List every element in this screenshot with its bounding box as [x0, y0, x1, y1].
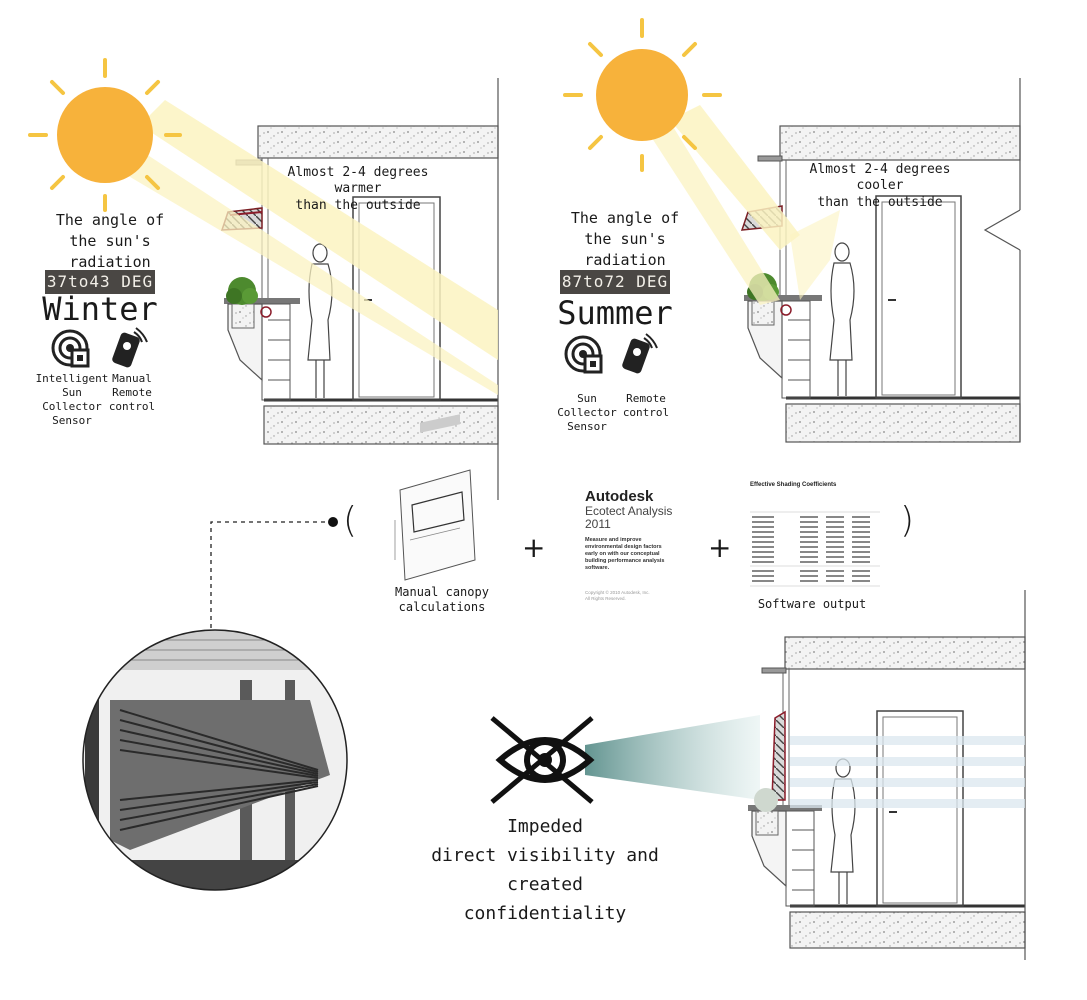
- winter-season-label: Winter: [42, 290, 158, 328]
- privacy-section: [748, 590, 1026, 960]
- crossed-eye-icon: [490, 715, 760, 804]
- summer-season-label: Summer: [557, 294, 673, 332]
- summer-sensor-label: Sun Collector Sensor: [557, 392, 617, 433]
- winter-sensor-icon: [51, 329, 90, 368]
- manual-canopy-label: Manual canopy calculations: [395, 585, 489, 614]
- louvre-detail: [82, 629, 348, 891]
- close-paren: ): [900, 500, 915, 541]
- autodesk-description: Measure and improve environmental design…: [585, 537, 665, 571]
- plus-sign-1: +: [522, 531, 546, 564]
- winter-remote-control-icon: [112, 327, 148, 368]
- detail-leader: [206, 517, 338, 646]
- summer-inside-note: Almost 2-4 degrees cooler than the outsi…: [809, 162, 951, 210]
- winter-sensor-label: Intelligent Sun Collector Sensor: [35, 372, 109, 427]
- winter-remote-label: Manual Remote control: [108, 372, 156, 413]
- manual-canopy-drawing: [394, 414, 476, 581]
- autodesk-year: 2011: [585, 517, 611, 531]
- summer-degrees: 87to72 DEG: [560, 270, 670, 294]
- winter-angle-label: The angle of the sun's radiation: [55, 211, 165, 271]
- winter-inside-note: Almost 2-4 degrees warmer than the outsi…: [287, 165, 429, 213]
- winter-degrees: 37to43 DEG: [45, 270, 155, 294]
- winter-section: [115, 78, 499, 500]
- autodesk-copyright: Copyright © 2010 Autodesk, Inc. All Righ…: [585, 590, 650, 601]
- summer-sun-icon: [563, 18, 722, 172]
- open-paren: (: [343, 500, 358, 541]
- autodesk-splash: Autodesk Ecotect Analysis 2011 Measure a…: [585, 488, 705, 602]
- software-output-table: [750, 511, 880, 587]
- summer-section: [650, 78, 1021, 443]
- software-output-label: Software output: [757, 597, 867, 611]
- summer-remote-control-icon: [622, 333, 658, 374]
- autodesk-product: Ecotect Analysis: [585, 504, 673, 518]
- summer-remote-label: Remote control: [622, 392, 670, 419]
- summer-sensor-icon: [564, 335, 603, 374]
- privacy-caption: Impeded direct visibility and created co…: [431, 816, 659, 924]
- winter-sun-icon: [28, 58, 182, 212]
- shading-table-title: Effective Shading Coefficients: [750, 482, 837, 488]
- autodesk-brand: Autodesk: [585, 488, 654, 505]
- plus-sign-2: +: [708, 531, 732, 564]
- summer-angle-label: The angle of the sun's radiation: [570, 209, 680, 269]
